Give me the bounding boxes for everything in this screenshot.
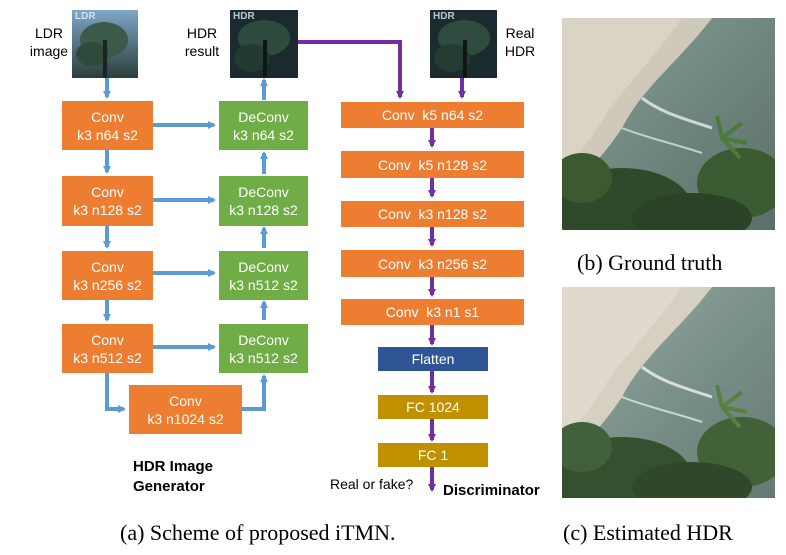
bottleneck-conv: Conv k3 n1024 s2 <box>129 385 242 434</box>
ldr-tag: LDR <box>75 11 96 22</box>
arrow-hdr-to-disc <box>298 40 404 99</box>
decoder-deconv-1: DeConv k3 n64 s2 <box>219 101 308 150</box>
decoder-deconv-2: DeConv k3 n128 s2 <box>219 176 308 226</box>
estimated-hdr-image-render <box>562 287 775 498</box>
encoder-conv-1: Conv k3 n64 s2 <box>62 101 153 150</box>
arrow-conv4-bottleneck <box>105 373 126 413</box>
disc-conv-5: Conv k3 n1 s1 <box>341 299 524 325</box>
encoder-conv-4: Conv k3 n512 s2 <box>62 324 153 373</box>
disc-conv-1: Conv k5 n64 s2 <box>341 102 524 128</box>
decoder-deconv-3: DeConv k3 n512 s2 <box>219 251 308 300</box>
encoder-conv-2: Conv k3 n128 s2 <box>62 176 153 226</box>
encoder-conv-3: Conv k3 n256 s2 <box>62 251 153 300</box>
arrow-bottleneck-deconv4 <box>242 374 268 411</box>
ldr-thumbnail-image <box>72 10 138 78</box>
disc-conv-3: Conv k3 n128 s2 <box>341 201 524 227</box>
caption-c: (c) Estimated HDR <box>563 520 733 545</box>
estimated-hdr-image <box>562 287 775 498</box>
ldr-thumbnail: LDR <box>72 10 138 78</box>
disc-conv-4: Conv k3 n256 s2 <box>341 250 524 277</box>
ground-truth-image <box>562 18 775 230</box>
ldr-image-label: LDR image <box>29 25 69 59</box>
hdr-result-thumbnail: HDR <box>230 10 298 78</box>
hdr-result-tag: HDR <box>233 11 255 22</box>
decoder-deconv-4: DeConv k3 n512 s2 <box>219 324 308 373</box>
fc-1024-layer: FC 1024 <box>378 395 488 419</box>
hdr-result-thumbnail-image <box>230 10 298 78</box>
real-hdr-thumbnail: HDR <box>430 10 497 78</box>
discriminator-title: Discriminator <box>443 482 540 499</box>
ground-truth-image-render <box>562 18 775 230</box>
caption-b: (b) Ground truth <box>577 250 723 275</box>
flatten-layer: Flatten <box>378 347 488 371</box>
caption-a: (a) Scheme of proposed iTMN. <box>120 520 396 545</box>
real-or-fake-label: Real or fake? <box>330 476 414 492</box>
generator-title: HDR Image Generator <box>133 458 214 495</box>
real-hdr-thumbnail-image <box>430 10 497 78</box>
hdr-result-label: HDR result <box>184 25 220 59</box>
real-hdr-tag: HDR <box>433 11 455 22</box>
disc-conv-2: Conv k5 n128 s2 <box>341 151 524 178</box>
real-hdr-label: Real HDR <box>504 25 536 59</box>
fc-1-layer: FC 1 <box>378 443 488 467</box>
